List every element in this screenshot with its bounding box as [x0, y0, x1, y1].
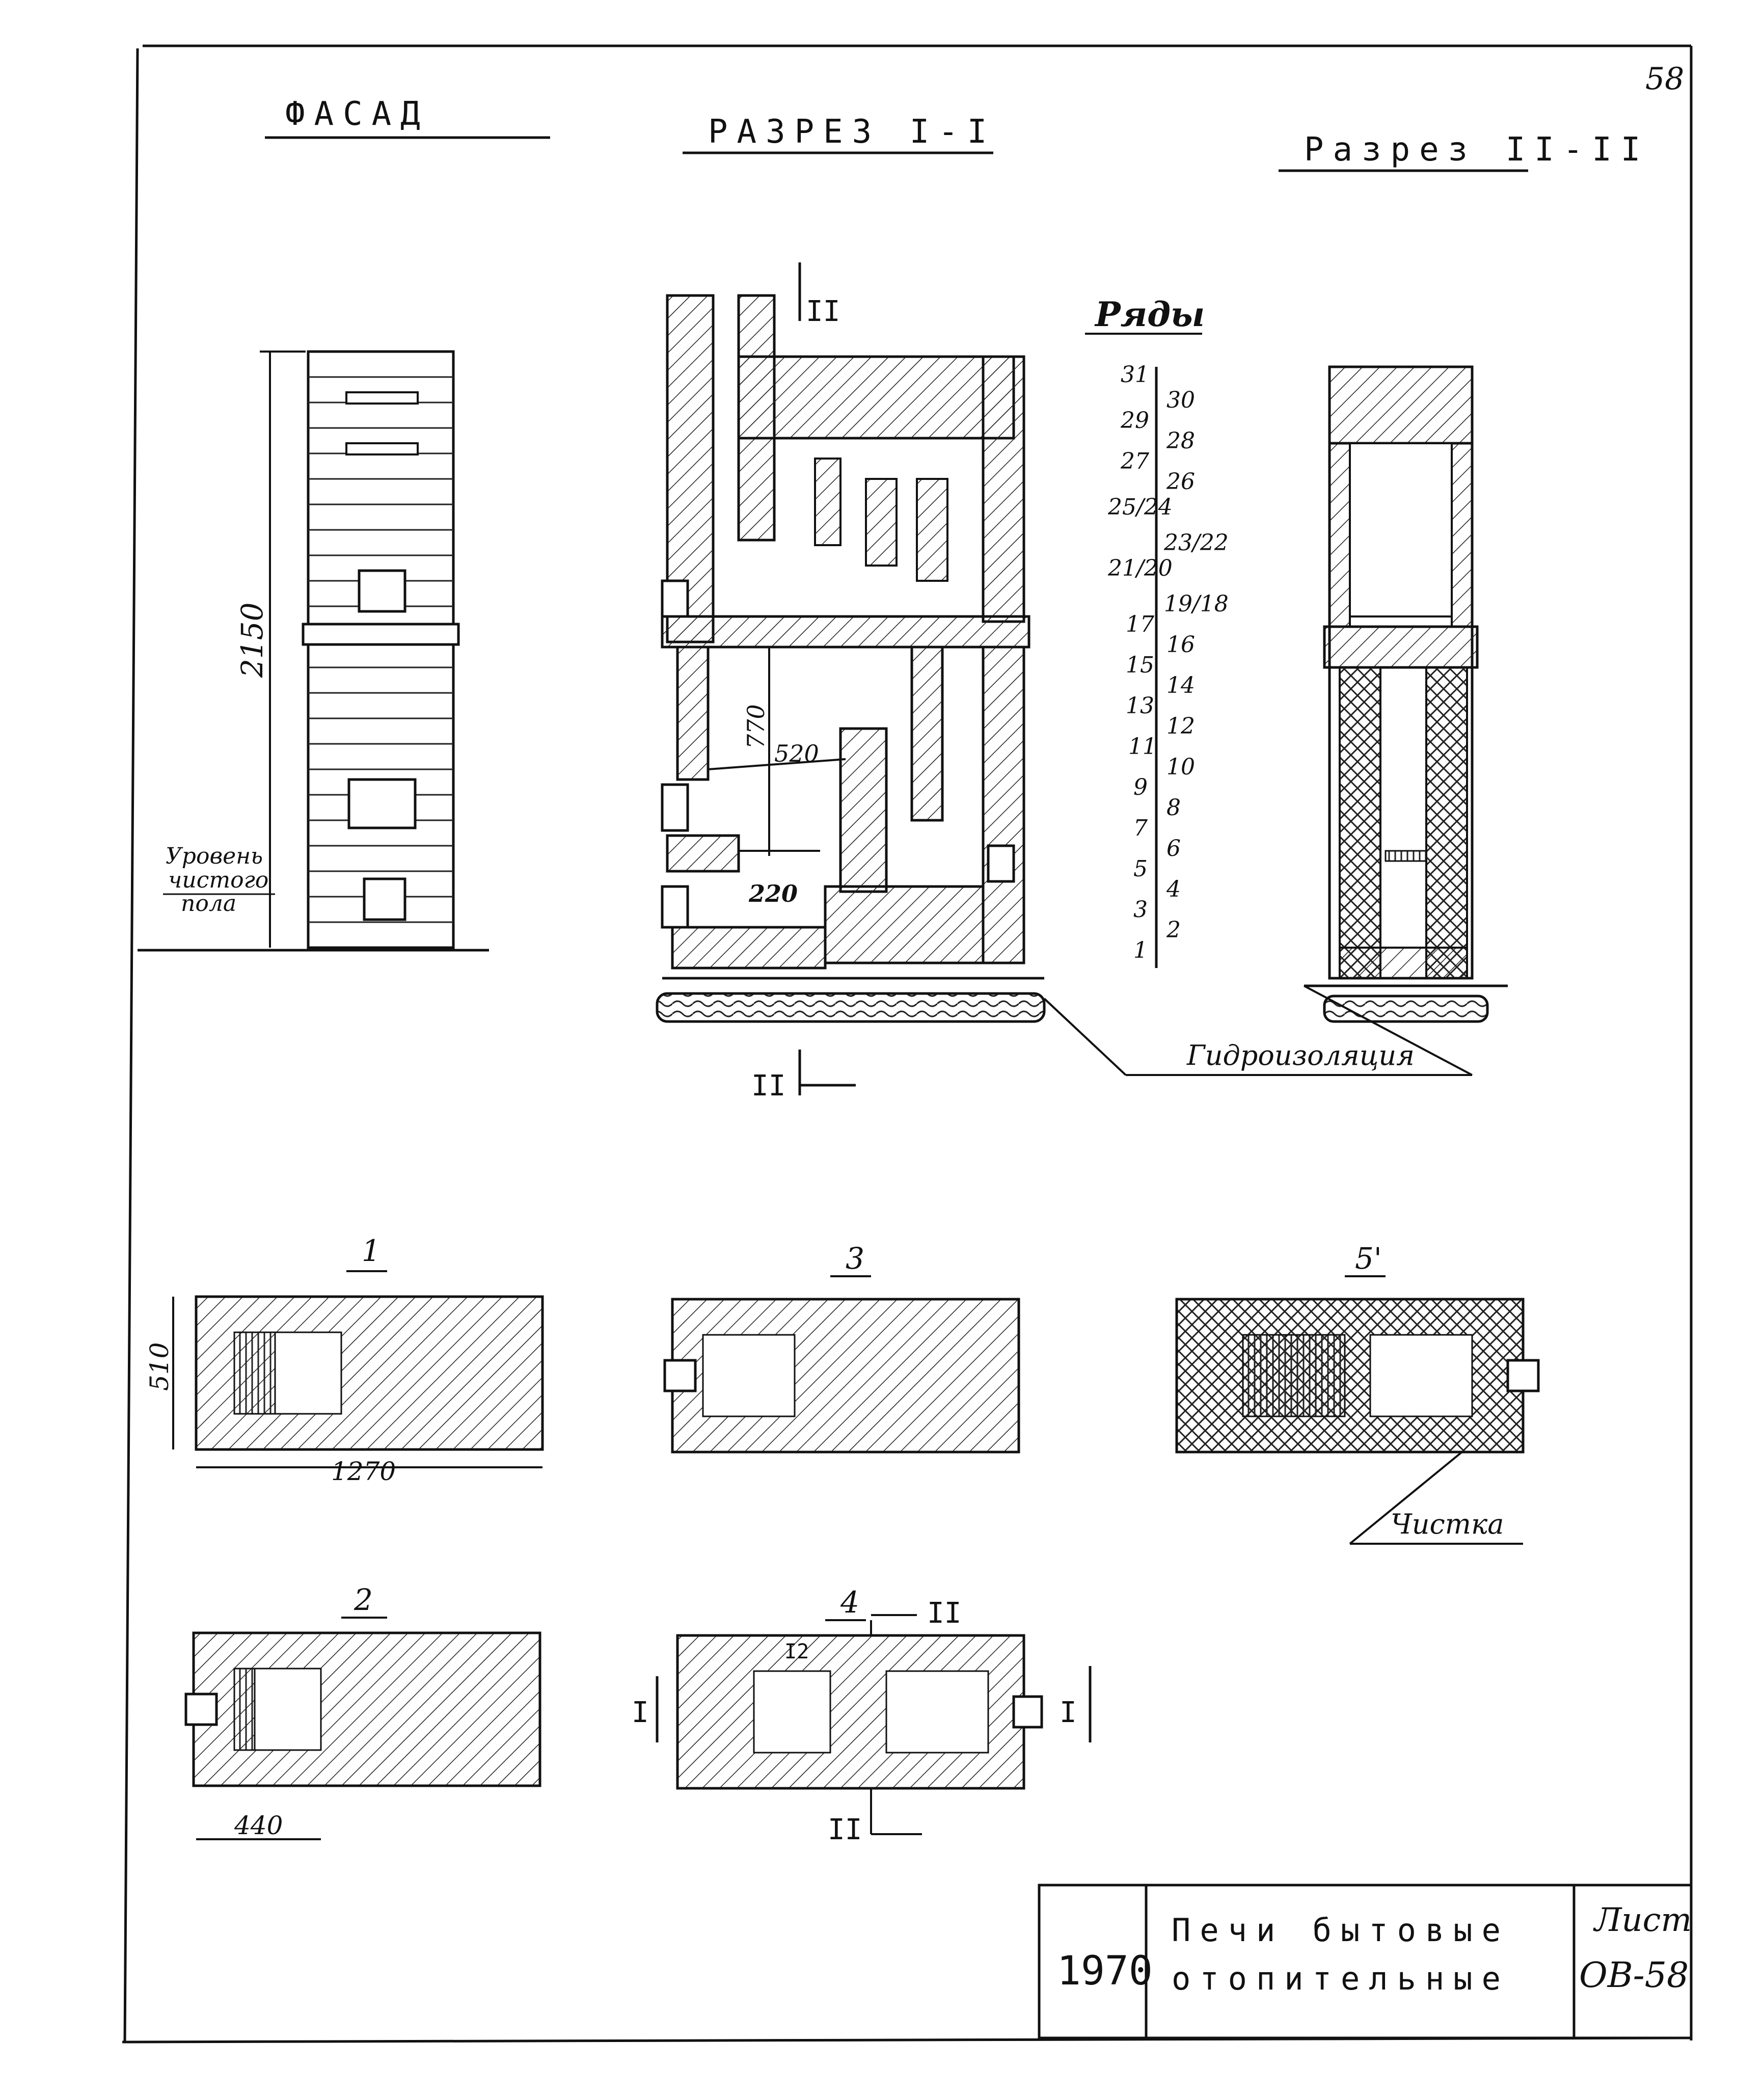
rows-heading: Ряды: [1094, 294, 1205, 334]
row-label-right: 26: [1166, 469, 1195, 495]
row-label-left: 1: [1133, 937, 1148, 963]
row-label-left: 17: [1126, 611, 1154, 637]
row-label-left: 25/24: [1107, 494, 1173, 520]
row-label-left: 13: [1126, 693, 1154, 719]
sheet-number: 58: [1645, 61, 1684, 97]
ash-door-icon: [661, 885, 689, 929]
row-label-left: 29: [1120, 408, 1149, 434]
title-section-1: РАЗРЕЗ I-I: [708, 113, 996, 151]
row-label-right: 30: [1166, 387, 1195, 413]
cleanout-door-icon: [987, 844, 1015, 883]
plan-5: 5' Чистка: [1175, 1241, 1540, 1545]
cut-mark-top: II: [806, 295, 840, 328]
title-section-2: Разрез II-II: [1304, 131, 1649, 169]
title-block-name-1: Печи бытовые: [1172, 1912, 1510, 1949]
facade-view: 2150 Уровень чистого пола: [138, 350, 489, 952]
row-label-right: 16: [1166, 632, 1195, 658]
row-label-left: 7: [1133, 815, 1148, 841]
row-label-right: 8: [1166, 795, 1181, 821]
cut-mark-bottom: II: [751, 1069, 785, 1103]
row-label-left: 15: [1126, 652, 1154, 678]
plan-4-door-icon: [1012, 1695, 1043, 1729]
row-label-left: 11: [1128, 734, 1157, 760]
door-upper-icon: [358, 569, 406, 613]
plan-3-door-icon: [663, 1359, 697, 1392]
fire-door-icon: [661, 783, 689, 832]
row-label-right: 19/18: [1164, 591, 1229, 617]
plan-4-label: 4: [840, 1585, 859, 1620]
plan-4-inner-mark: I2: [784, 1640, 809, 1663]
row-label-left: 5: [1133, 856, 1148, 882]
dim-220: 220: [748, 880, 798, 907]
plan-4-cut-i-right: I: [1060, 1696, 1077, 1729]
plan-4-cut-ii-top: II: [927, 1597, 961, 1630]
rows-scale: Ряды 31 29 27 25/24 21/20 17 15 13 11 9 …: [1085, 294, 1229, 968]
plan-3-label: 3: [846, 1241, 864, 1276]
row-label-right: 6: [1166, 836, 1181, 862]
plan-4-cut-ii-bottom: II: [828, 1813, 862, 1846]
title-facade: ФАСАД: [285, 95, 429, 133]
plan-3: 3: [663, 1241, 1020, 1454]
plan-5-door-icon: [1506, 1359, 1540, 1392]
row-label-left: 31: [1121, 362, 1149, 388]
plan-1: 1 1270 510: [145, 1233, 544, 1486]
view-titles: ФАСАД РАЗРЕЗ I-I Разрез II-II: [265, 95, 1649, 172]
dim-520: 520: [774, 740, 819, 767]
row-label-right: 23/22: [1163, 530, 1229, 556]
row-label-left: 3: [1133, 897, 1148, 923]
ash-door-icon: [363, 877, 406, 921]
plan-1-height-dim: 510: [145, 1342, 174, 1391]
row-label-right: 2: [1166, 917, 1181, 943]
cleanout-label: Чистка: [1391, 1508, 1504, 1540]
row-label-right: 12: [1166, 713, 1195, 739]
plan-2-door-icon: [184, 1693, 218, 1726]
row-label-right: 14: [1166, 673, 1195, 699]
plan-4-cut-i-left: I: [632, 1696, 649, 1729]
fire-door-icon: [347, 778, 417, 829]
row-label-left: 27: [1120, 448, 1149, 474]
plan-1-label: 1: [362, 1233, 381, 1268]
section-2-view: [1304, 365, 1508, 1023]
title-block-sheet-label: Лист: [1593, 1901, 1692, 1939]
plan-2-label: 2: [354, 1582, 373, 1617]
waterproofing-label: Гидроизоляция: [1186, 1039, 1415, 1071]
plan-1-width-dim: 1270: [331, 1457, 396, 1486]
row-label-right: 28: [1166, 428, 1195, 454]
title-block: 1970 Печи бытовые отопительные Лист ОВ-5…: [1038, 1884, 1693, 2039]
upper-door-icon: [661, 579, 689, 618]
row-label-right: 4: [1166, 876, 1181, 902]
plan-4: 4 II I2 I I II: [632, 1585, 1092, 1846]
row-label-left: 9: [1133, 774, 1148, 800]
title-block-sheet-code: ОВ-58: [1579, 1955, 1689, 1996]
plan-5-label: 5': [1355, 1241, 1382, 1276]
plan-2-width-dim: 440: [234, 1811, 283, 1840]
dim-770: 770: [742, 704, 770, 749]
plan-2: 2 440: [184, 1582, 541, 1840]
floor-level-label-2: чистого: [168, 867, 268, 893]
floor-level-label: Уровень: [166, 843, 263, 869]
title-block-name-2: отопительные: [1172, 1960, 1510, 1997]
row-label-left: 21/20: [1107, 555, 1173, 581]
section-1-view: 770 520 220 II II: [656, 262, 1046, 1103]
title-block-year: 1970: [1057, 1948, 1153, 1994]
row-label-right: 10: [1166, 754, 1195, 780]
facade-height-dim: 2150: [235, 602, 269, 678]
waterproofing-callout: Гидроизоляция: [1043, 985, 1473, 1076]
